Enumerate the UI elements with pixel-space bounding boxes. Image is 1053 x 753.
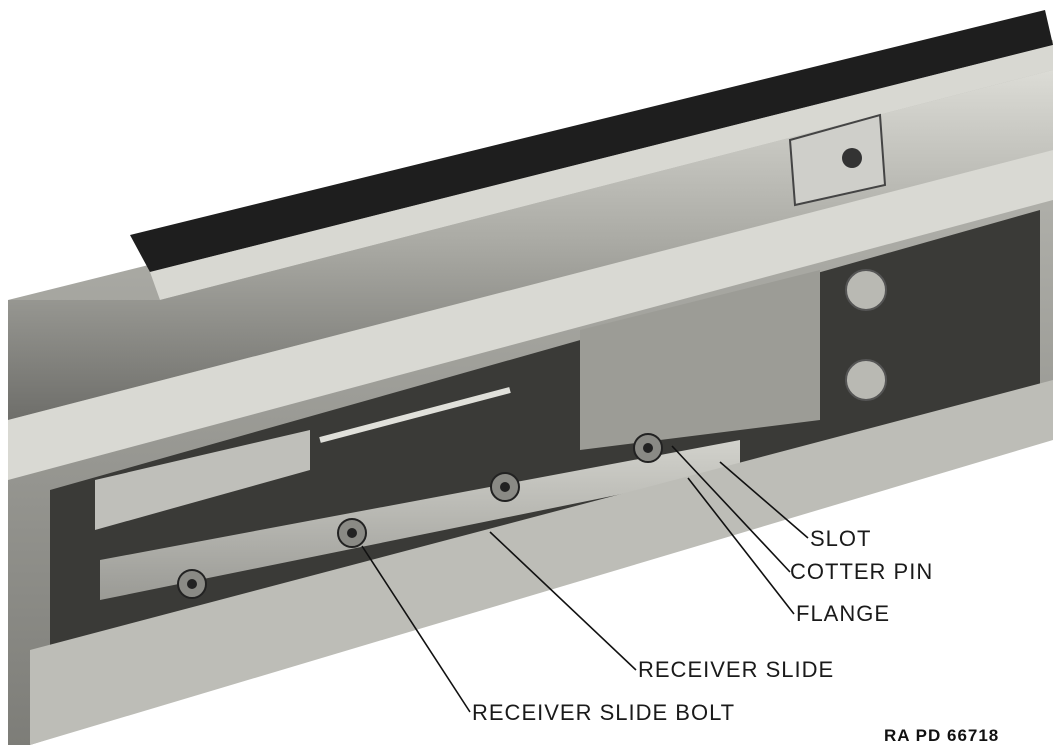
- leader-receiver-slide-bolt: [361, 545, 471, 713]
- bolt-2: [337, 518, 367, 548]
- lock-block: [580, 270, 820, 450]
- top-rail-highlight: [150, 45, 1053, 300]
- spring-rod: [319, 387, 511, 443]
- figure-code: RA PD 66718: [884, 726, 1000, 745]
- leader-cotter-pin: [671, 445, 791, 573]
- callout-flange: FLANGE: [796, 601, 891, 626]
- leader-slot: [719, 461, 809, 539]
- bolt-4: [633, 433, 663, 463]
- top-rail: [130, 10, 1053, 272]
- boss-lower: [845, 359, 887, 401]
- callout-cotter-pin: COTTER PIN: [790, 559, 934, 584]
- boss-upper: [845, 269, 887, 311]
- callout-receiver-slide-bolt: RECEIVER SLIDE BOLT: [472, 700, 736, 725]
- latch-hole: [842, 148, 862, 168]
- leader-receiver-slide: [489, 531, 637, 671]
- spring-housing: [95, 430, 310, 530]
- receiver-slide-bar: [100, 440, 740, 600]
- lower-rail: [30, 380, 1053, 745]
- bolt-3: [490, 472, 520, 502]
- cover-latch-block: [788, 113, 887, 207]
- callout-receiver-slide: RECEIVER SLIDE: [638, 657, 835, 682]
- callout-slot: SLOT: [810, 526, 872, 551]
- side-bar: [8, 150, 1053, 480]
- leader-flange: [687, 477, 795, 615]
- bolt-1: [177, 569, 207, 599]
